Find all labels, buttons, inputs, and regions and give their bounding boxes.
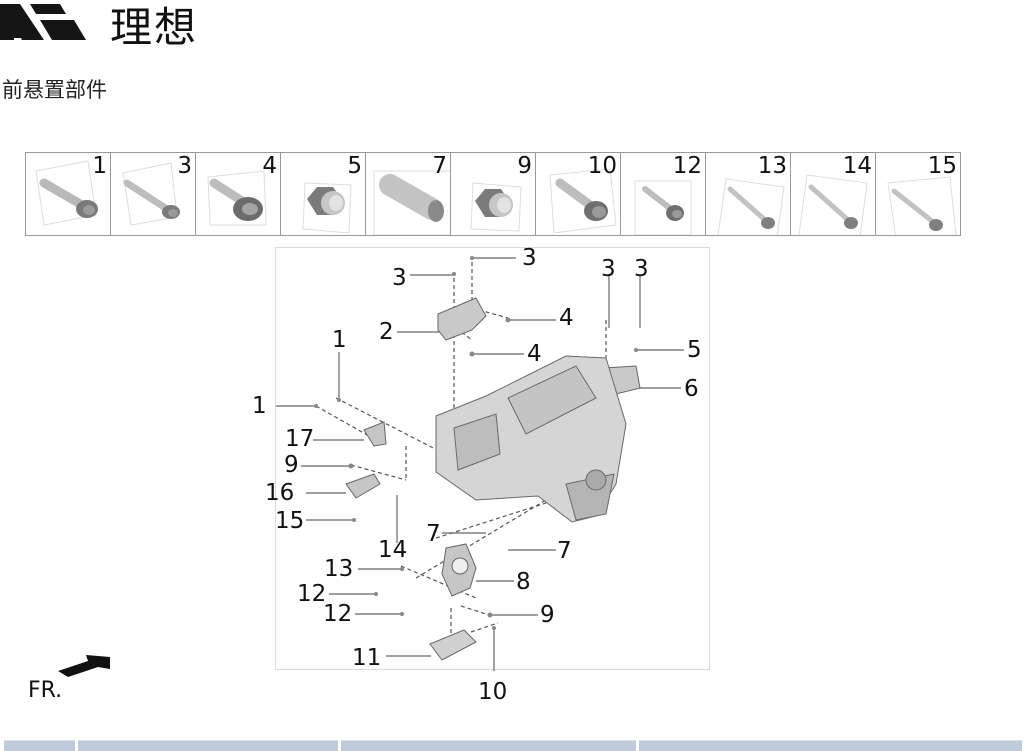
part-thumbnail[interactable]: 9 [451,153,536,235]
part-thumbnail[interactable]: 1 [26,153,111,235]
part-number: 10 [587,153,617,179]
bolt-icon [549,168,617,234]
part-number: 14 [842,153,872,179]
callout-5: 5 [687,337,702,363]
part-number: 3 [177,153,192,179]
brand-logo: 理想 [0,0,240,52]
part-thumbnail[interactable]: 10 [536,153,621,235]
callout-14: 14 [378,537,408,563]
callout-13: 13 [324,556,354,582]
bolt-icon [35,160,98,226]
part-thumbnail[interactable]: 5 [281,153,366,235]
table-header-cell [639,740,1022,751]
part-thumbnail[interactable]: 7 [366,153,451,235]
callout-12: 12 [297,581,327,607]
part-number: 7 [432,153,447,179]
table-header-cell [341,740,636,751]
callout-1: 1 [252,393,267,419]
part-number: 15 [927,153,957,179]
engine-assembly-illustration [276,256,684,671]
callout-8: 8 [516,569,531,595]
washer-bolt-icon [207,170,267,226]
part-thumbnail[interactable]: 4 [196,153,281,235]
part-number: 13 [757,153,787,179]
part-number: 4 [262,153,277,179]
part-thumbnail[interactable]: 3 [111,153,196,235]
part-thumbnail[interactable]: 14 [791,153,876,235]
callout-9: 9 [284,452,299,478]
callout-3: 3 [522,245,537,271]
li-auto-logo-icon [0,4,86,40]
exploded-parts-diagram: 3 3 3 3 2 4 4 5 6 1 1 17 9 16 15 14 7 7 … [252,245,710,704]
bolt-icon [887,176,957,235]
part-thumbnail[interactable]: 12 [621,153,706,235]
bolt-icon [717,178,785,235]
callout-4: 4 [527,341,542,367]
table-header-cell [4,740,75,751]
callout-17: 17 [285,426,315,452]
part-thumbnail[interactable]: 15 [876,153,961,235]
parts-table-header [0,740,1024,751]
callout-3: 3 [392,265,407,291]
callout-15: 15 [275,508,305,534]
callout-7: 7 [426,521,441,547]
callout-10: 10 [478,679,508,705]
callout-3: 3 [601,256,616,282]
part-number: 1 [92,153,107,179]
callout-7: 7 [557,538,572,564]
callout-16: 16 [265,480,295,506]
part-number: 9 [517,153,532,179]
nut-icon [302,182,352,234]
front-direction-arrow-icon [58,655,110,677]
nut-icon [470,182,522,232]
callout-3: 3 [634,256,649,282]
callout-12: 12 [323,601,353,627]
bolt-icon [122,162,180,226]
callout-1: 1 [332,327,347,353]
dowel-pin-icon [373,170,450,235]
callout-4: 4 [559,305,574,331]
callout-6: 6 [684,376,699,402]
callout-2: 2 [379,319,394,345]
brand-name: 理想 [110,3,199,52]
callout-9: 9 [540,602,555,628]
part-thumbnail-strip: 1 3 4 5 7 [25,152,961,236]
bolt-icon [798,174,868,235]
table-header-cell [78,740,338,751]
callout-11: 11 [352,645,382,671]
section-title: 前悬置部件 [2,78,107,102]
part-thumbnail[interactable]: 13 [706,153,791,235]
part-number: 12 [672,153,702,179]
bolt-icon [634,180,692,235]
part-number: 5 [347,153,362,179]
front-direction-label: FR. [28,678,63,703]
